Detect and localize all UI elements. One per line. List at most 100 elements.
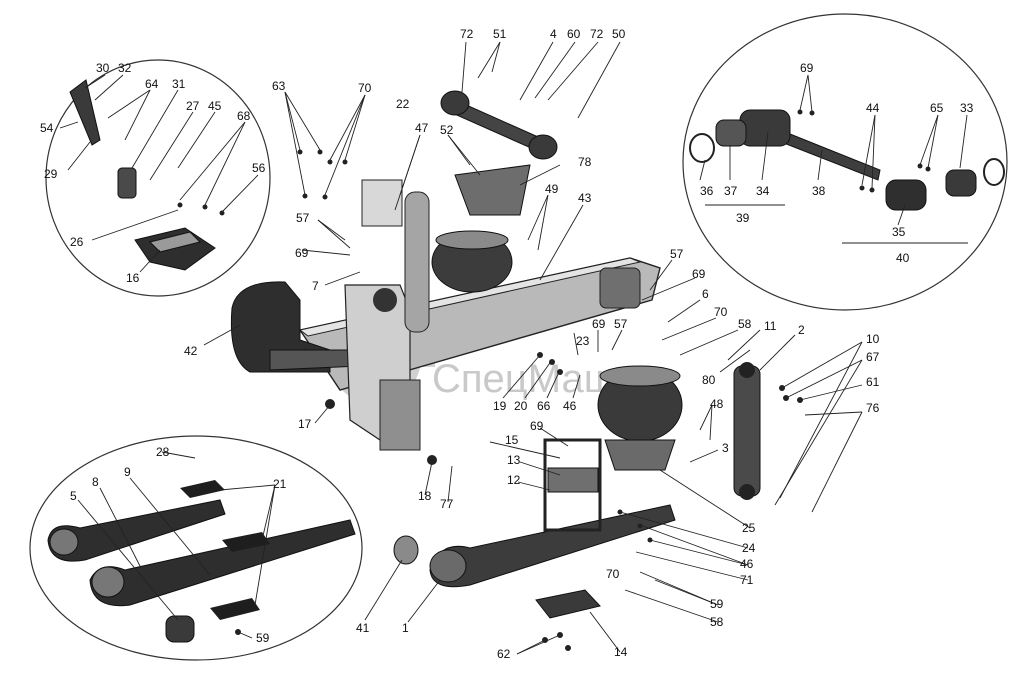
label-12: 12 [507,473,521,487]
label-7: 7 [312,279,319,293]
label-14: 14 [614,645,628,659]
label-35: 35 [892,225,906,239]
label-43: 43 [578,191,592,205]
detail-circle-top-left [45,59,271,297]
label-39: 39 [736,211,750,225]
label-36: 36 [700,184,714,198]
leaf-spring-8 [89,519,356,607]
air-spring-80 [597,365,683,471]
label-45: 45 [208,99,222,113]
label-22: 22 [396,97,410,111]
ball-stud-30 [69,79,137,199]
label-70a: 70 [358,81,372,95]
label-57b: 57 [670,247,684,261]
label-58a: 58 [738,317,752,331]
label-21: 21 [273,477,287,491]
label-32: 32 [118,61,132,75]
label-80: 80 [702,373,716,387]
u-bolt-13 [543,438,602,532]
watermark-text: СпецМаш [432,357,616,401]
label-57c: 57 [614,317,628,331]
label-28: 28 [156,445,170,459]
label-27: 27 [186,99,200,113]
label-50: 50 [612,27,626,41]
label-3: 3 [722,441,729,455]
label-69a: 69 [295,246,309,260]
label-23: 23 [576,334,590,348]
label-19: 19 [493,399,507,413]
label-40: 40 [896,251,910,265]
label-51: 51 [493,27,507,41]
label-26: 26 [70,235,84,249]
label-71: 71 [740,573,754,587]
label-63: 63 [272,79,286,93]
air-spring-43 [431,230,513,293]
torque-rod-upper [440,90,558,216]
label-20: 20 [514,399,528,413]
label-69e: 69 [800,61,814,75]
label-31: 31 [172,77,186,91]
spring-pad-14 [535,589,601,619]
label-78: 78 [578,155,592,169]
label-66: 66 [537,399,551,413]
label-15: 15 [505,433,519,447]
label-70c: 70 [606,567,620,581]
label-49: 49 [545,182,559,196]
label-38: 38 [812,184,826,198]
label-69c: 69 [592,317,606,331]
label-33: 33 [960,101,974,115]
label-42: 42 [184,344,198,358]
detail-circle-bottom-left [29,435,363,661]
leader-lines [59,41,968,655]
label-54: 54 [40,121,54,135]
label-13: 13 [507,453,521,467]
callout-labels: 72 51 4 60 72 50 30 32 64 31 27 45 68 54… [40,27,974,661]
label-57a: 57 [296,211,310,225]
label-4: 4 [550,27,557,41]
label-62: 62 [497,647,511,661]
label-44: 44 [866,101,880,115]
label-70b: 70 [714,305,728,319]
stabilizer-link-38 [689,109,1005,244]
label-41: 41 [356,621,370,635]
label-48: 48 [710,397,724,411]
label-58b: 58 [710,615,724,629]
label-24: 24 [742,541,756,555]
label-72a: 72 [460,27,474,41]
bump-stop-16 [134,227,216,271]
shock-absorber-2 [733,362,761,500]
hardware-fasteners [177,109,931,651]
label-77: 77 [440,497,454,511]
leaf-spring-5 [47,499,226,562]
label-65: 65 [930,101,944,115]
label-2: 2 [798,323,805,337]
label-1: 1 [402,621,409,635]
label-16: 16 [126,271,140,285]
label-29: 29 [44,167,58,181]
label-60: 60 [567,27,581,41]
spring-plates-21 [180,480,270,620]
vertical-bracket-7 [344,284,421,451]
label-18: 18 [418,489,432,503]
front-hanger-42 [230,281,361,373]
label-6: 6 [702,287,709,301]
label-37: 37 [724,184,738,198]
label-30: 30 [96,61,110,75]
label-69d: 69 [530,419,544,433]
label-47: 47 [415,121,429,135]
label-67: 67 [866,350,880,364]
label-59a: 59 [710,597,724,611]
label-72b: 72 [590,27,604,41]
label-8: 8 [92,475,99,489]
label-46a: 46 [563,399,577,413]
leaf-spring-1 [429,504,676,588]
label-17: 17 [298,417,312,431]
label-25: 25 [742,521,756,535]
label-56: 56 [252,161,266,175]
detail-circle-top-right [682,13,1008,311]
label-59b: 59 [256,631,270,645]
upright-post-22 [361,179,430,333]
label-9: 9 [124,465,131,479]
label-69b: 69 [692,267,706,281]
